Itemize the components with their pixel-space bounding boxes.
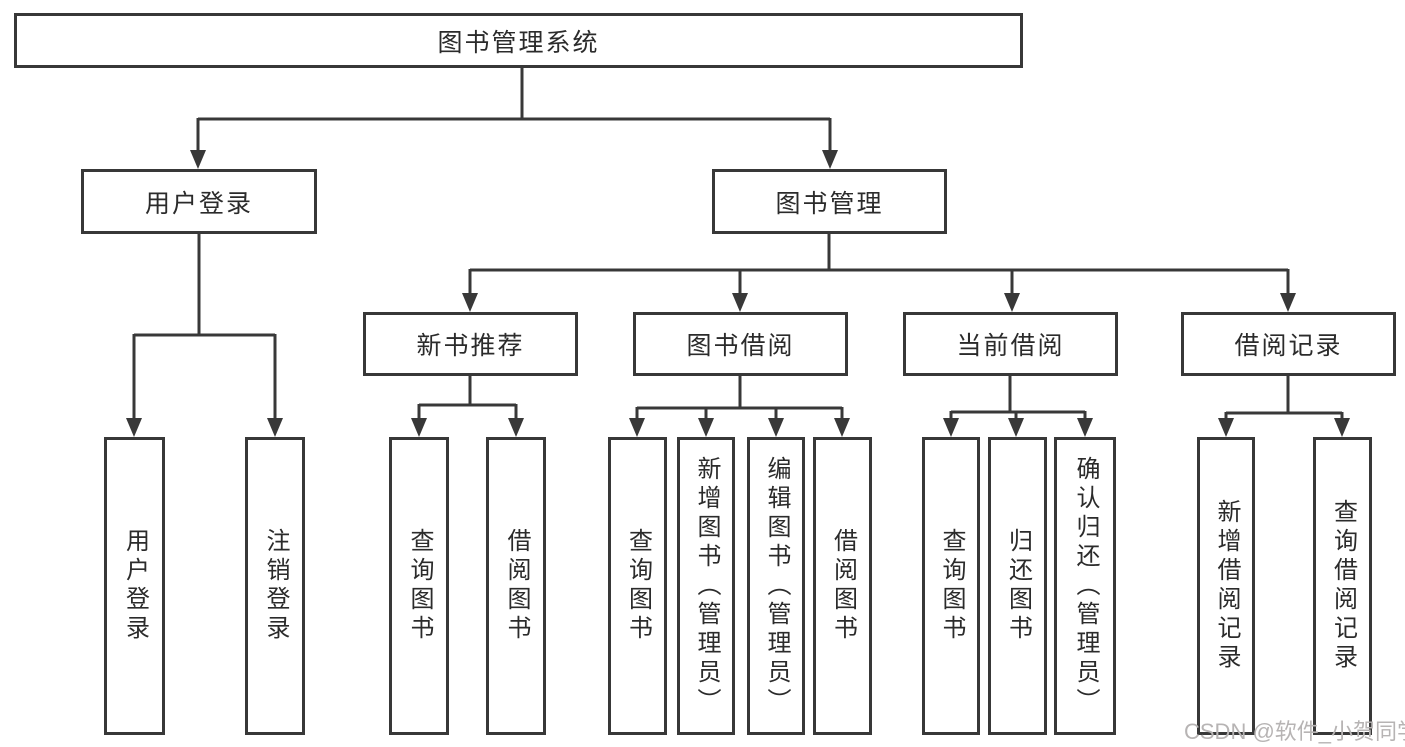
node-current-borrowing: 当前借阅 bbox=[903, 312, 1118, 376]
csdn-watermark: CSDN @软件_小贺同学 bbox=[1184, 719, 1405, 744]
leaf-borrow-books-label: 借阅图书 bbox=[503, 528, 530, 644]
leaf-borrow-books: 借阅图书 bbox=[486, 437, 546, 735]
node-user-login-label: 用户登录 bbox=[144, 189, 253, 218]
node-user-login: 用户登录 bbox=[81, 169, 317, 234]
node-root-label: 图书管理系统 bbox=[437, 28, 600, 57]
leaf-user-login-label: 用户登录 bbox=[121, 528, 149, 644]
leaf-logout: 注销登录 bbox=[245, 437, 305, 735]
leaf-query-borrow-record-label: 查询借阅记录 bbox=[1329, 499, 1357, 673]
node-new-book-recommend-label: 新书推荐 bbox=[416, 332, 525, 360]
node-book-management: 图书管理 bbox=[712, 169, 947, 234]
leaf-return-book-label: 归还图书 bbox=[1004, 528, 1032, 644]
leaf-add-borrow-record: 新增借阅记录 bbox=[1197, 437, 1255, 735]
node-book-borrowing-label: 图书借阅 bbox=[686, 332, 795, 360]
node-current-borrowing-label: 当前借阅 bbox=[956, 332, 1065, 360]
leaf-query-books-2-label: 查询图书 bbox=[624, 528, 652, 644]
arrowhead-icons bbox=[126, 150, 1350, 437]
leaf-return-book: 归还图书 bbox=[988, 437, 1047, 735]
leaf-edit-book-admin-label: 编辑图书（管理员） bbox=[763, 455, 790, 717]
leaf-borrow-books-2-label: 借阅图书 bbox=[829, 528, 857, 644]
leaf-query-books-label: 查询图书 bbox=[406, 528, 433, 644]
node-root: 图书管理系统 bbox=[14, 13, 1023, 68]
leaf-edit-book-admin: 编辑图书（管理员） bbox=[747, 437, 805, 735]
leaf-add-book-admin: 新增图书（管理员） bbox=[677, 437, 735, 735]
leaf-query-books: 查询图书 bbox=[389, 437, 449, 735]
leaf-logout-label: 注销登录 bbox=[262, 528, 289, 644]
node-borrowing-records-label: 借阅记录 bbox=[1234, 332, 1343, 360]
leaf-query-borrow-record: 查询借阅记录 bbox=[1313, 437, 1372, 735]
node-borrowing-records: 借阅记录 bbox=[1181, 312, 1396, 376]
leaf-query-books-3-label: 查询图书 bbox=[938, 528, 965, 644]
node-book-management-label: 图书管理 bbox=[775, 189, 884, 218]
leaf-borrow-books-2: 借阅图书 bbox=[813, 437, 872, 735]
leaf-add-borrow-record-label: 新增借阅记录 bbox=[1213, 499, 1240, 673]
node-new-book-recommend: 新书推荐 bbox=[363, 312, 578, 376]
leaf-user-login: 用户登录 bbox=[104, 437, 165, 735]
leaf-confirm-return-admin-label: 确认归还（管理员） bbox=[1072, 455, 1099, 717]
leaf-query-books-3: 查询图书 bbox=[922, 437, 980, 735]
leaf-add-book-admin-label: 新增图书（管理员） bbox=[693, 455, 720, 717]
leaf-query-books-2: 查询图书 bbox=[608, 437, 667, 735]
connector-lines bbox=[132, 68, 1344, 421]
leaf-confirm-return-admin: 确认归还（管理员） bbox=[1054, 437, 1116, 735]
node-book-borrowing: 图书借阅 bbox=[633, 312, 848, 376]
